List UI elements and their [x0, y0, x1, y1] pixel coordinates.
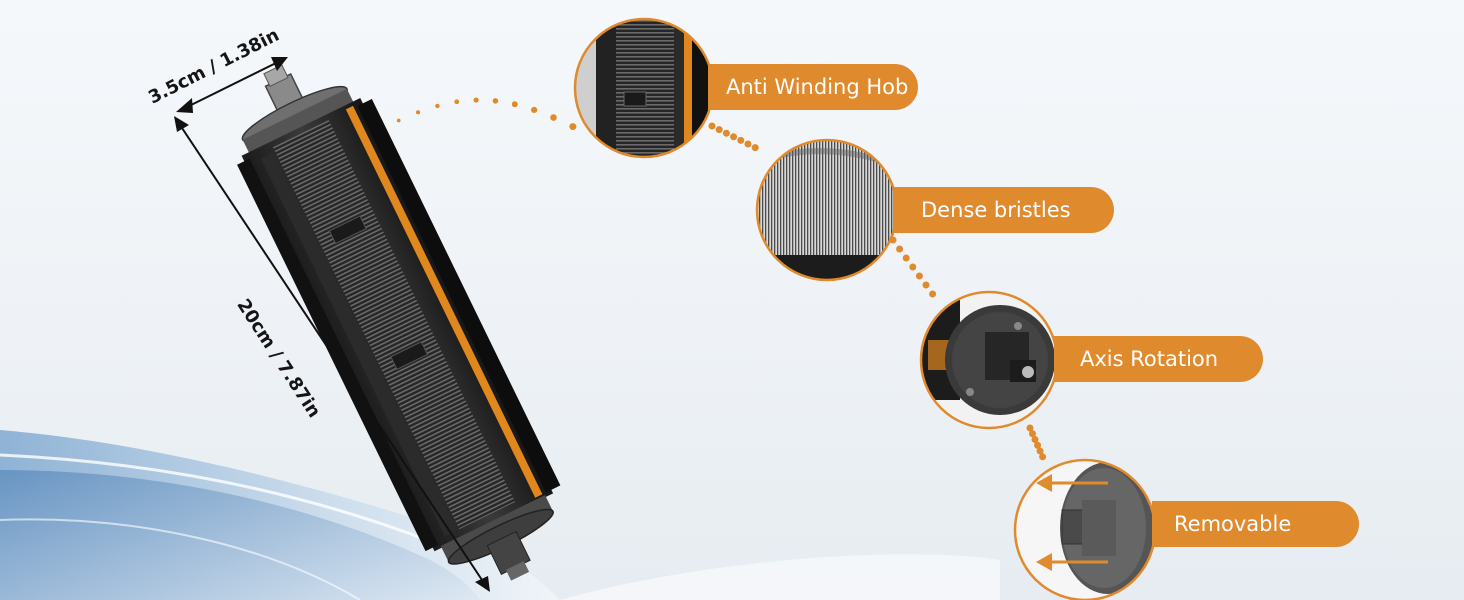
dotted-connector-arc — [358, 97, 1075, 600]
connector-dot — [744, 140, 752, 148]
removable-end-cap-closeup — [1013, 458, 1157, 600]
connector-dot — [1034, 441, 1042, 449]
connector-dot — [708, 122, 716, 130]
length-dimension-arrow — [174, 116, 490, 592]
water-wave-decoration — [0, 430, 1000, 600]
connector-dot — [454, 99, 460, 105]
feature-label-anti-winding-hob: Anti Winding Hob — [708, 64, 918, 110]
connector-dot — [1026, 424, 1034, 432]
connector-dot — [1039, 453, 1047, 461]
connector-dot — [751, 144, 759, 152]
connector-dot — [929, 290, 937, 298]
connector-dot — [396, 118, 401, 123]
anti-winding-hob-closeup — [573, 17, 715, 159]
connector-dot — [511, 101, 518, 108]
removal-direction-arrow-icon — [1036, 474, 1108, 571]
connector-dot — [1031, 436, 1039, 444]
connector-dot — [1036, 447, 1044, 455]
feature-label-removable: Removable — [1152, 501, 1359, 547]
connector-dot — [902, 254, 910, 262]
connector-dot — [737, 136, 745, 144]
connector-dot — [435, 103, 440, 109]
feature-label-text: Axis Rotation — [1080, 347, 1219, 371]
connector-dot — [715, 126, 723, 134]
connector-dot — [569, 123, 577, 131]
connector-dot — [531, 106, 538, 114]
connector-dot — [896, 245, 904, 253]
feature-label-axis-rotation: Axis Rotation — [1054, 336, 1263, 382]
feature-label-text: Dense bristles — [921, 198, 1071, 222]
feature-label-dense-bristles: Dense bristles — [893, 187, 1114, 233]
dense-bristles-closeup — [755, 138, 899, 282]
connector-dot — [492, 98, 499, 104]
feature-label-text: Anti Winding Hob — [726, 75, 909, 99]
diameter-dimension-arrow — [176, 57, 288, 113]
connector-dot — [922, 281, 930, 289]
connector-dot — [473, 97, 479, 103]
connector-dot — [722, 129, 730, 137]
connector-dot — [1029, 430, 1037, 438]
feature-label-text: Removable — [1174, 512, 1292, 536]
connector-dot — [550, 114, 557, 121]
connector-dot — [909, 263, 917, 271]
connector-dot — [730, 133, 738, 141]
brush-roll-image — [237, 64, 561, 581]
connector-dot — [915, 272, 923, 280]
connector-dot — [416, 110, 421, 115]
